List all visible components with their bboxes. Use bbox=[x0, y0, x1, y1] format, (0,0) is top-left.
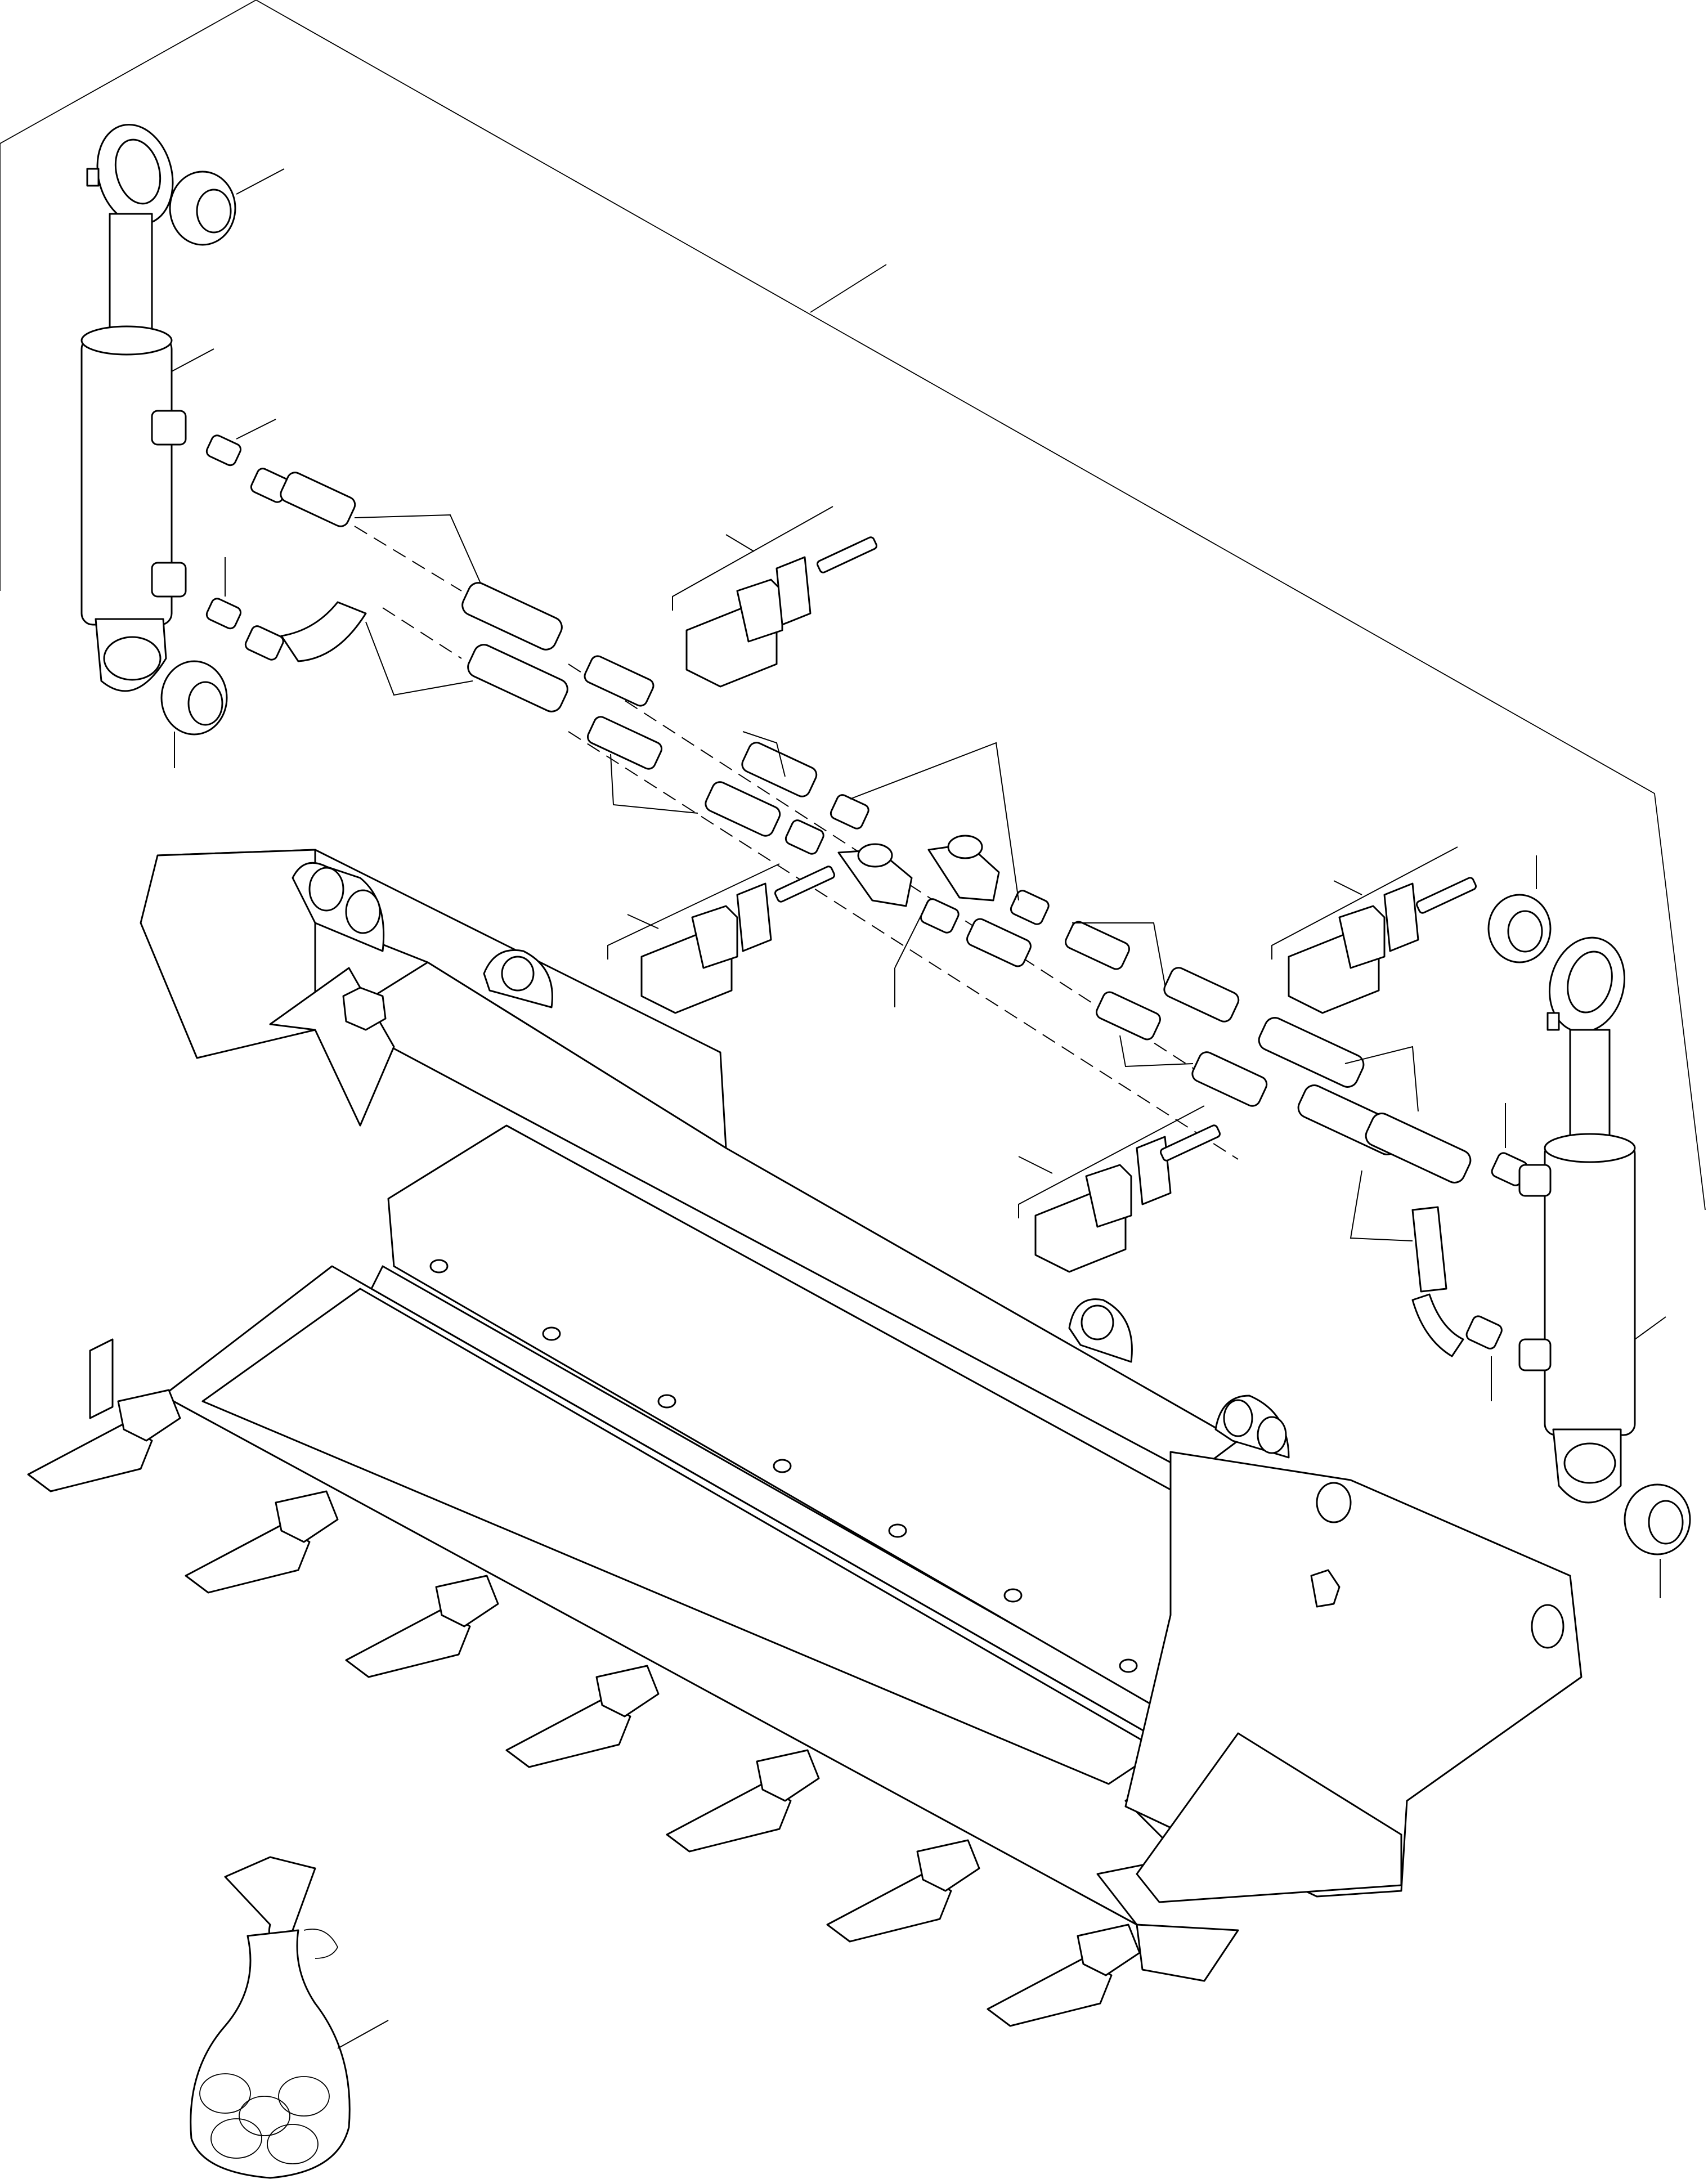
loader-bucket bbox=[27, 849, 1583, 2027]
right-bottom-bushing bbox=[1624, 1483, 1691, 1598]
clamp-block-right-lower bbox=[1018, 1105, 1221, 1273]
central-fittings bbox=[461, 582, 869, 855]
left-hydraulic-cylinder bbox=[80, 123, 187, 692]
right-top-bushing bbox=[1487, 855, 1552, 963]
right-central-fittings bbox=[1065, 921, 1472, 1241]
assembly-boundary-lines bbox=[0, 0, 1706, 1210]
right-lower-hose bbox=[1411, 1103, 1528, 1401]
bucket-teeth bbox=[27, 1389, 1141, 2027]
left-bottom-bushing bbox=[160, 660, 228, 768]
clamp-block-right-upper bbox=[1271, 846, 1477, 1014]
hardware-bag bbox=[190, 1856, 389, 2179]
right-hydraulic-cylinder bbox=[1518, 936, 1666, 1504]
clamp-block-middle-left bbox=[607, 863, 836, 1014]
tee-fittings bbox=[837, 742, 1050, 1007]
left-lower-fittings bbox=[205, 557, 367, 662]
left-upper-fittings bbox=[205, 419, 356, 527]
clamp-block-upper bbox=[672, 506, 878, 688]
left-top-bushing bbox=[169, 168, 285, 246]
bolt-holes bbox=[429, 1259, 1138, 1673]
